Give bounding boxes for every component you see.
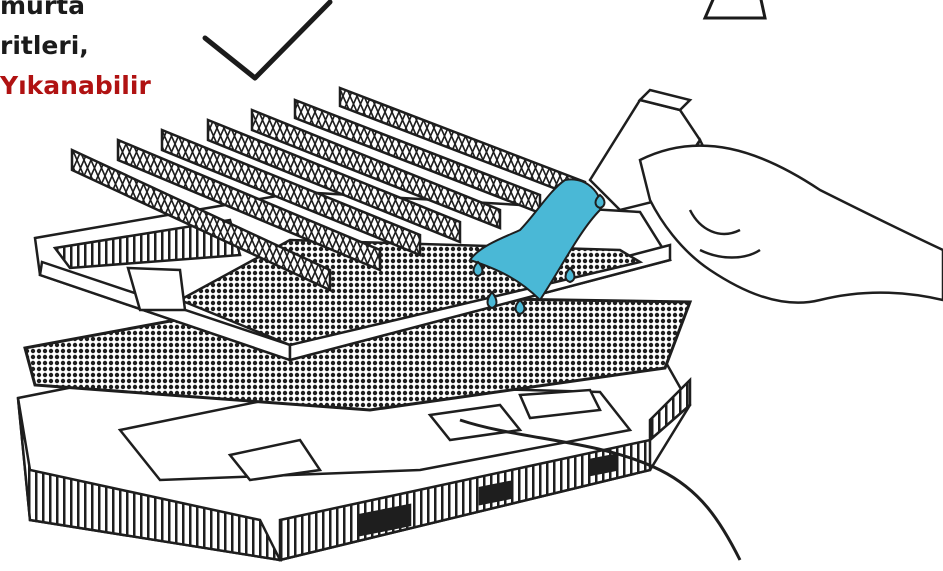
hand <box>640 146 943 303</box>
warning-triangle-icon <box>705 0 765 18</box>
check-icon <box>205 2 330 78</box>
